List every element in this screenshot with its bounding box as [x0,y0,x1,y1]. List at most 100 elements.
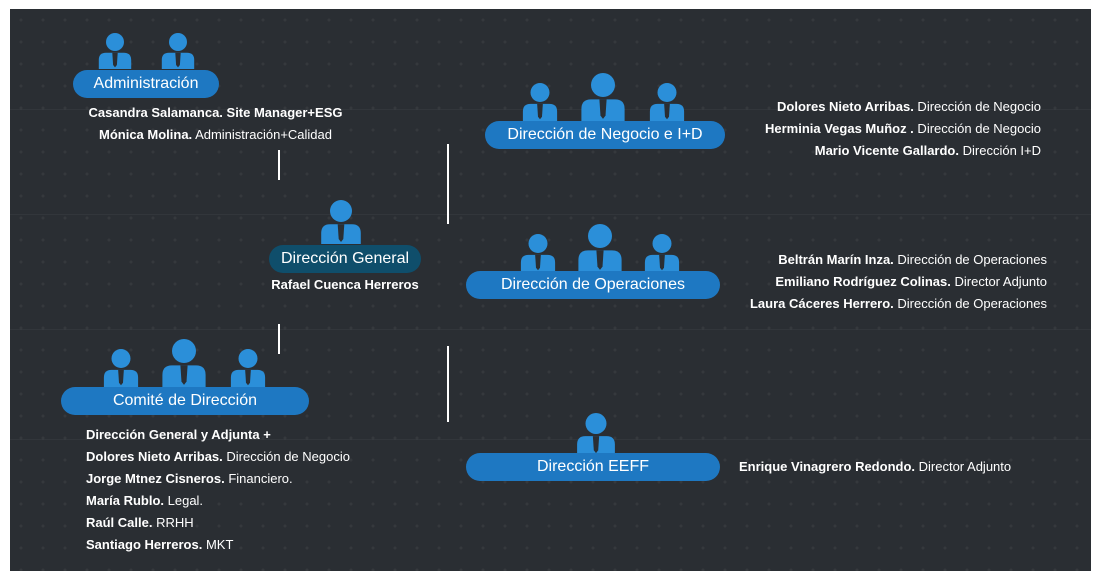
member-name: Santiago Herreros. [86,537,203,552]
member-role: Dirección de Operaciones [893,252,1047,267]
member-line: Dolores Nieto Arribas. Dirección de Nego… [720,96,1041,118]
org-chart-canvas: Administración Casandra Salamanca. Site … [10,9,1091,571]
connector-line [278,324,280,354]
person-silhouette [581,73,625,121]
person-head [106,33,124,51]
person-head [591,73,615,97]
person-tie [664,103,670,120]
member-name: Jorge Mtnez Cisneros. [86,471,225,486]
members-operaciones: Beltrán Marín Inza. Dirección de Operaci… [710,249,1047,315]
person-tie [537,103,543,120]
member-line: Dirección General y Adjunta + [86,424,386,446]
connector-line [447,144,449,224]
member-line: Mónica Molina. Administración+Calidad [73,124,358,146]
node-negocio: Dirección de Negocio e I+D [485,59,725,151]
member-name: Beltrán Marín Inza. [778,252,894,267]
person-head [530,83,550,102]
member-name: María Rublo. [86,493,165,508]
person-tie [180,365,188,385]
member-role: Dirección de Negocio [913,121,1041,136]
member-line: Beltrán Marín Inza. Dirección de Operaci… [710,249,1047,271]
member-line: Rafael Cuenca Herreros [240,274,450,296]
node-administracion: Administración [73,25,223,125]
person-head [585,413,607,434]
person-silhouette [520,234,556,272]
people-group-icon [520,224,680,272]
connector-line [278,150,280,180]
background-trace [10,329,1091,330]
person-silhouette [578,224,622,272]
person-silhouette [162,339,206,387]
member-role: Dirección de Operaciones [893,296,1047,311]
member-name: Dolores Nieto Arribas. [86,449,223,464]
members-direccion-general: Rafael Cuenca Herreros [240,274,450,296]
people-group-icon [103,339,266,387]
person-silhouette [321,200,361,244]
member-name: Dirección General y Adjunta + [86,427,271,442]
node-title-direccion-general: Dirección General [269,245,421,273]
person-silhouette [522,83,558,121]
member-line: Emiliano Rodríguez Colinas. Director Adj… [710,271,1047,293]
person-icon [577,413,615,455]
member-role: Legal. [164,493,204,508]
person-tie [596,250,604,270]
member-line: Raúl Calle. RRHH [86,512,386,534]
node-comite: Comité de Dirección [61,329,311,415]
member-name: Herminia Vegas Muñoz . [764,121,914,136]
member-line: Herminia Vegas Muñoz . Dirección de Nego… [720,118,1041,140]
member-role: Dirección de Negocio [913,99,1041,114]
background-trace [10,214,1091,215]
member-role: Financiero. [224,471,293,486]
person-silhouette [230,349,266,387]
members-administracion: Casandra Salamanca. Site Manager+ESG Món… [73,102,358,146]
people-group-icon [98,33,195,69]
person-head [657,83,677,102]
person-head [169,33,187,51]
member-line: Enrique Vinagrero Redondo. Director Adju… [739,456,1069,478]
member-line: Jorge Mtnez Cisneros. Financiero. [86,468,386,490]
member-role: Administración+Calidad [192,127,332,142]
member-role: MKT [202,537,234,552]
member-role: Director Adjunto [950,274,1048,289]
person-silhouette [161,33,195,69]
node-eeff: Dirección EEFF [466,397,720,483]
person-head [238,349,258,368]
person-head [528,234,548,253]
member-line: Mario Vicente Gallardo. Dirección I+D [720,140,1041,162]
person-silhouette [644,234,680,272]
member-name: Raúl Calle. [86,515,153,530]
person-tie [599,99,607,119]
person-head [652,234,672,253]
node-title-operaciones: Dirección de Operaciones [466,271,720,299]
people-group-icon [522,73,685,121]
member-name: Mónica Molina. [99,127,193,142]
node-operaciones: Dirección de Operaciones [466,214,720,300]
member-name: Mario Vicente Gallardo. [814,143,959,158]
member-name: Casandra Salamanca. Site Manager+ESG [88,105,343,120]
member-line: Casandra Salamanca. Site Manager+ESG [73,102,358,124]
member-line: María Rublo. Legal. [86,490,386,512]
member-role: RRHH [152,515,194,530]
member-line: Santiago Herreros. MKT [86,534,386,556]
member-role: Dirección I+D [959,143,1041,158]
member-role: Dirección de Negocio [222,449,350,464]
person-tie [592,436,600,454]
person-head [172,339,196,363]
person-icon [321,200,361,244]
person-head [588,224,612,248]
person-tie [118,369,124,386]
person-head [330,200,352,222]
member-line: Dolores Nieto Arribas. Dirección de Nego… [86,446,386,468]
node-title-administracion: Administración [73,70,219,98]
person-tie [245,369,251,386]
member-name: Dolores Nieto Arribas. [777,99,914,114]
person-head [111,349,131,368]
person-tie [535,254,541,271]
member-name: Laura Cáceres Herrero. [749,296,894,311]
members-comite: Dirección General y Adjunta + Dolores Ni… [86,424,386,556]
connector-line [447,346,449,422]
members-negocio: Dolores Nieto Arribas. Dirección de Nego… [720,96,1041,162]
member-name: Rafael Cuenca Herreros [271,277,419,292]
person-silhouette [577,413,615,455]
members-eeff: Enrique Vinagrero Redondo. Director Adju… [739,456,1069,478]
